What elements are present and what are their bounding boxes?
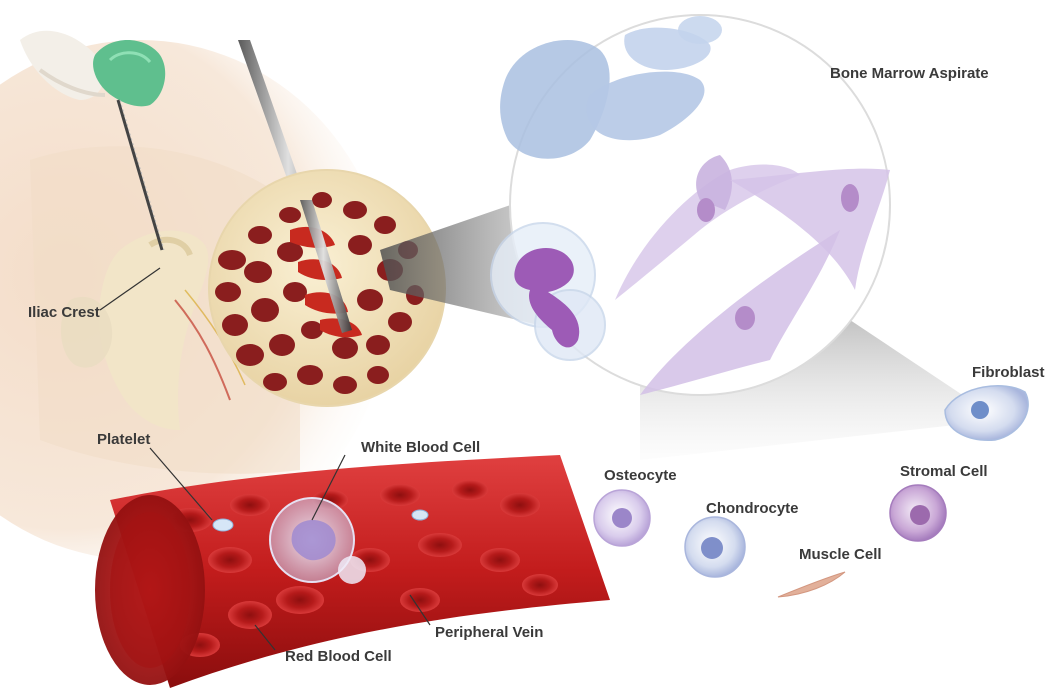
label-muscle-cell: Muscle Cell: [799, 547, 882, 562]
chondrocyte-cell: [685, 517, 745, 577]
osteocyte-cell: [594, 490, 650, 546]
label-red-blood-cell: Red Blood Cell: [285, 649, 392, 664]
label-fibroblast: Fibroblast: [972, 365, 1045, 380]
label-iliac-crest: Iliac Crest: [28, 305, 100, 320]
label-white-blood-cell: White Blood Cell: [361, 440, 480, 455]
label-peripheral-vein: Peripheral Vein: [435, 625, 543, 640]
label-chondrocyte: Chondrocyte: [706, 501, 799, 516]
label-platelet: Platelet: [97, 432, 150, 447]
muscle-cell: [778, 572, 845, 597]
label-bone-marrow-aspirate: Bone Marrow Aspirate: [830, 66, 989, 81]
label-stromal-cell: Stromal Cell: [900, 464, 988, 479]
label-osteocyte: Osteocyte: [604, 468, 677, 483]
stromal-cell: [890, 485, 946, 541]
